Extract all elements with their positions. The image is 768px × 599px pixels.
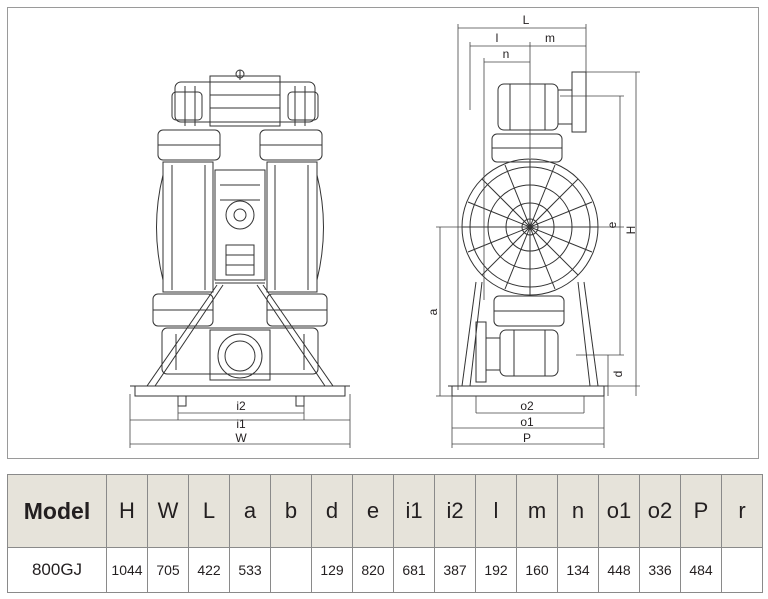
cell-L: 422 (188, 547, 230, 593)
cell-H: 1044 (106, 547, 148, 593)
header-cell-d: d (311, 474, 353, 548)
header-cell-i1: i1 (393, 474, 435, 548)
dim-label-e: e (605, 221, 619, 228)
dim-label-n: n (503, 47, 510, 61)
cell-e: 820 (352, 547, 394, 593)
dim-label-W: W (235, 431, 247, 445)
header-cell-P: P (680, 474, 722, 548)
dim-label-d: d (611, 371, 625, 378)
header-cell-W: W (147, 474, 189, 548)
table-header-row: Model H W L a b d e i1 i2 l m n o1 o2 P … (7, 474, 763, 548)
dim-label-i1: i1 (236, 417, 246, 431)
table-row: 800GJ 1044 705 422 533 129 820 681 387 1… (7, 547, 763, 593)
cell-W: 705 (147, 547, 189, 593)
pump-dimension-drawing: i2 i1 W L l m n e H a d o2 o1 P (129, 13, 640, 448)
header-cell-i2: i2 (434, 474, 476, 548)
cell-r-empty (721, 547, 763, 593)
dim-label-o1: o1 (520, 415, 534, 429)
cell-i2: 387 (434, 547, 476, 593)
cell-b-empty (270, 547, 312, 593)
header-cell-model: Model (7, 474, 107, 548)
dimension-spec-table: Model H W L a b d e i1 i2 l m n o1 o2 P … (7, 474, 763, 593)
cell-model: 800GJ (7, 547, 107, 593)
cell-P: 484 (680, 547, 722, 593)
header-cell-l: l (475, 474, 517, 548)
header-cell-b: b (270, 474, 312, 548)
dim-label-L: L (523, 13, 530, 27)
header-cell-m: m (516, 474, 558, 548)
header-cell-o2: o2 (639, 474, 681, 548)
cell-m: 160 (516, 547, 558, 593)
cell-o2: 336 (639, 547, 681, 593)
technical-drawing-frame (7, 7, 759, 459)
dim-label-i2: i2 (236, 399, 246, 413)
dim-label-P: P (523, 431, 531, 445)
header-cell-n: n (557, 474, 599, 548)
header-cell-L: L (188, 474, 230, 548)
header-cell-a: a (229, 474, 271, 548)
dim-label-o2: o2 (520, 399, 534, 413)
dim-label-H: H (624, 226, 638, 235)
header-cell-H: H (106, 474, 148, 548)
cell-n: 134 (557, 547, 599, 593)
dim-label-m: m (545, 31, 555, 45)
header-cell-o1: o1 (598, 474, 640, 548)
front-view-dimensions (129, 394, 351, 448)
dim-label-l: l (496, 31, 499, 45)
cell-o1: 448 (598, 547, 640, 593)
side-view-dimensions (436, 24, 640, 448)
header-cell-e: e (352, 474, 394, 548)
cell-i1: 681 (393, 547, 435, 593)
cell-d: 129 (311, 547, 353, 593)
header-cell-r: r (721, 474, 763, 548)
front-view-pump (130, 69, 350, 407)
cell-l: 192 (475, 547, 517, 593)
dim-label-a: a (426, 308, 440, 315)
side-view-pump (448, 71, 608, 397)
cell-a: 533 (229, 547, 271, 593)
